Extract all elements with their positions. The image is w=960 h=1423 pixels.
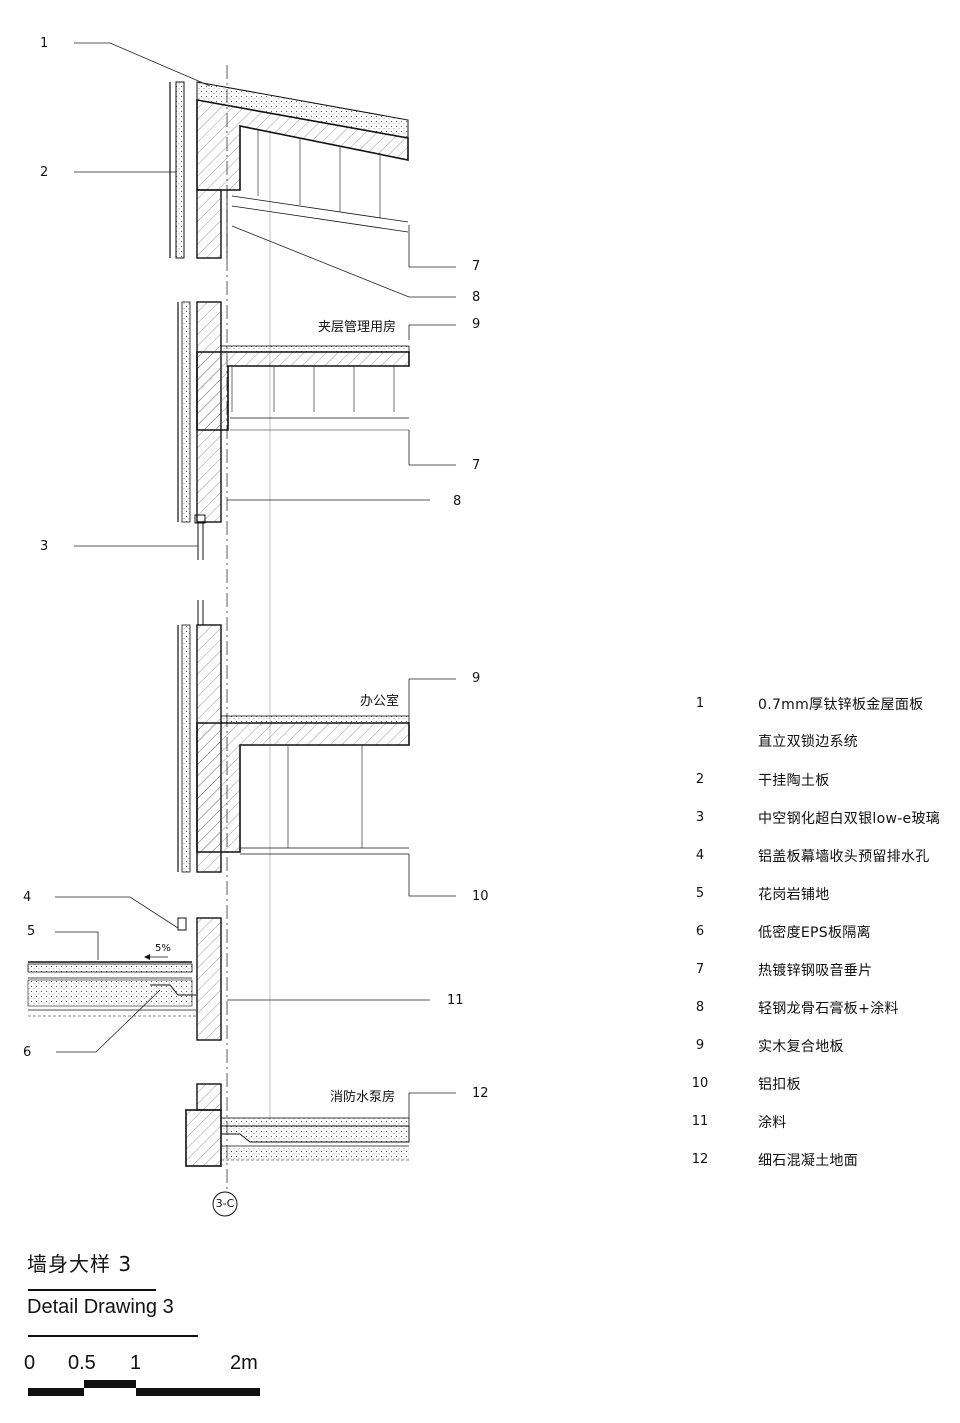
legend-text: 轻钢龙骨石膏板+涂料 (758, 1001, 899, 1017)
callout-4-left: 4 (23, 890, 32, 905)
room-label-mezzanine: 夹层管理用房 (318, 320, 397, 335)
scale-label-0-5: 0.5 (68, 1352, 96, 1374)
scale-label-2m: 2m (230, 1352, 258, 1374)
callout-1-left: 1 (40, 36, 49, 51)
legend-text: 直立双锁边系统 (758, 734, 859, 750)
callout-7-top: 7 (472, 259, 481, 274)
legend-text: 中空钢化超白双银low-e玻璃 (758, 811, 941, 827)
legend-text: 花岗岩铺地 (758, 887, 830, 903)
legend-text: 热镀锌钢吸音垂片 (758, 963, 873, 979)
legend-num: 5 (695, 886, 705, 901)
slope-label: 5% (155, 943, 171, 954)
legend-text: 干挂陶土板 (758, 773, 830, 789)
legend-num: 8 (695, 1000, 705, 1015)
callout-9-top: 9 (472, 317, 481, 332)
room-label-pump-room: 消防水泵房 (330, 1090, 396, 1105)
callout-2-left: 2 (40, 165, 49, 180)
legend-text: 低密度EPS板隔离 (758, 925, 871, 941)
pump-room-section (185, 1083, 410, 1167)
scale-bar (28, 1380, 260, 1396)
room-label-office: 办公室 (360, 694, 400, 709)
office-section (177, 600, 410, 873)
legend-num: 4 (695, 848, 705, 863)
mezzanine-section (177, 301, 410, 560)
legend-text: 0.7mm厚钛锌板金屋面板 (758, 697, 924, 713)
legend-num: 7 (695, 962, 705, 977)
legend-text: 实木复合地板 (758, 1039, 844, 1055)
legend-text: 铝扣板 (758, 1077, 801, 1093)
legend-num: 1 (695, 696, 705, 711)
callout-11: 11 (447, 993, 464, 1008)
drawing-title-en: Detail Drawing 3 (27, 1296, 174, 1318)
callout-3-left: 3 (40, 539, 49, 554)
callout-12: 12 (472, 1086, 489, 1101)
leader-lines (55, 42, 456, 1118)
callout-6-left: 6 (23, 1045, 32, 1060)
scale-label-1: 1 (130, 1352, 142, 1374)
axis-bubble (212, 1191, 238, 1217)
axis-lines (226, 65, 271, 1190)
legend-num: 6 (695, 924, 705, 939)
legend-text: 涂料 (758, 1115, 787, 1131)
roof-section (169, 81, 409, 259)
legend-text: 细石混凝土地面 (758, 1153, 859, 1169)
callout-8-mid: 8 (453, 494, 462, 509)
scale-label-0: 0 (24, 1352, 36, 1374)
legend-num: 2 (695, 772, 705, 787)
callout-7-mid: 7 (472, 458, 481, 473)
ground-section (27, 917, 222, 1041)
legend-text: 铝盖板幕墙收头预留排水孔 (758, 849, 930, 865)
legend-num: 11 (691, 1114, 709, 1129)
legend-num: 10 (691, 1076, 709, 1091)
callout-5-left: 5 (27, 924, 36, 939)
legend-num: 12 (691, 1152, 709, 1167)
drawing-title-cn: 墙身大样 3 (27, 1252, 133, 1276)
callout-9-mid: 9 (472, 671, 481, 686)
axis-tag: 3-C (215, 1197, 235, 1210)
legend-num: 9 (695, 1038, 705, 1053)
callout-10: 10 (472, 889, 489, 904)
callout-8-top: 8 (472, 290, 481, 305)
legend-num: 3 (695, 810, 705, 825)
